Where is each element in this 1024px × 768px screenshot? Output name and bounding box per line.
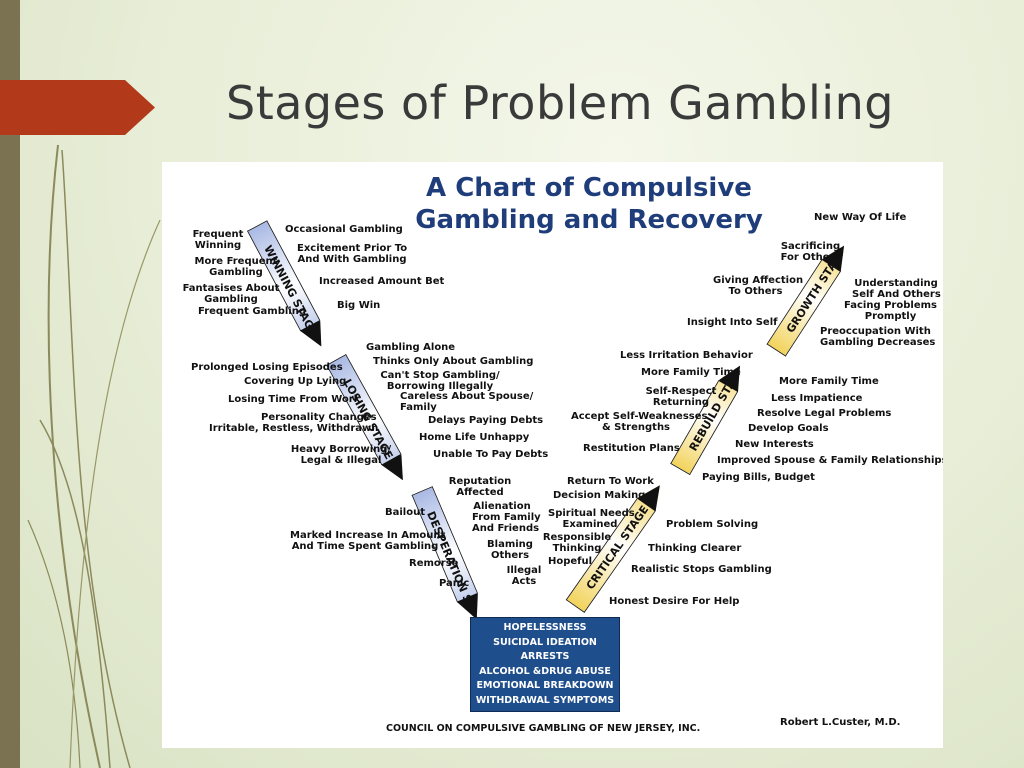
growth-left-1: Sacrificing For Others	[780, 241, 841, 263]
rebuild-right-4: Develop Goals	[748, 423, 829, 434]
rebuild-right-2: Less Impatience	[771, 393, 863, 404]
chart-title-line-2: Gambling and Recovery	[415, 205, 763, 235]
chart-author: Robert L.Custer, M.D.	[780, 717, 901, 728]
losing-left-6: Heavy Borrowing/ Legal & Illegal	[290, 444, 392, 466]
symptom-alcohol-drug-abuse: ALCOHOL &DRUG ABUSE	[479, 665, 611, 677]
growth-right-2: Understanding Self And Others	[852, 278, 941, 300]
rebuild-right-1: More Family Time	[779, 376, 879, 387]
crisis-symptoms-box: HOPELESSNESS SUICIDAL IDEATION ARRESTS A…	[470, 617, 620, 712]
growth-right-1: New Way Of Life	[814, 212, 907, 223]
losing-left-3: Losing Time From Work	[228, 394, 361, 405]
symptom-emotional-breakdown: EMOTIONAL BREAKDOWN	[476, 680, 614, 692]
critical-left-1: Return To Work	[567, 476, 654, 487]
losing-right-1: Gambling Alone	[366, 342, 456, 353]
winning-right-2: Excitement Prior To And With Gambling	[297, 243, 408, 265]
desperation-left-2: Marked Increase In Amount And Time Spent…	[290, 530, 446, 552]
rebuild-right-3: Resolve Legal Problems	[757, 408, 892, 419]
decorative-grass-lines	[27, 144, 161, 768]
winning-right-3: Increased Amount Bet	[319, 276, 445, 287]
desperation-left-4: Panic	[439, 578, 470, 589]
critical-left-4: Responsible Thinking	[542, 532, 612, 554]
symptom-withdrawal: WITHDRAWAL SYMPTOMS	[475, 694, 615, 706]
growth-left-2: Giving Affection To Others	[713, 275, 804, 297]
rebuild-left-4: Accept Self-Weaknesses & Strengths	[571, 411, 708, 433]
critical-right-2: Thinking Clearer	[648, 543, 742, 554]
losing-right-6: Home Life Unhappy	[419, 432, 530, 443]
rebuild-left-5: Restitution Plans	[583, 443, 680, 454]
growth-right-4: Preoccupation With Gambling Decreases	[820, 326, 936, 348]
critical-right-1: Problem Solving	[666, 519, 759, 530]
losing-right-2: Thinks Only About Gambling	[373, 356, 534, 367]
winning-left-3: Fantasises About Gambling	[182, 283, 280, 305]
growth-right-3: Facing Problems Promptly	[844, 300, 937, 322]
losing-right-7: Unable To Pay Debts	[433, 449, 549, 460]
title-arrow-decoration	[0, 80, 155, 135]
critical-left-5: Hopeful	[548, 556, 593, 567]
desperation-right-1: Reputation Affected	[448, 476, 512, 498]
winning-left-1: Frequent Winning	[192, 229, 244, 251]
winning-right-1: Occasional Gambling	[285, 224, 403, 235]
chart-title: A Chart of Compulsive Gambling and Recov…	[414, 172, 764, 236]
critical-left-2: Decision Making	[553, 490, 646, 501]
losing-left-4: Personality Changes	[261, 412, 377, 423]
rebuild-left-1: Less Irritation Behavior	[620, 350, 753, 361]
symptom-arrests: ARRESTS	[520, 651, 570, 663]
symptom-hopelessness: HOPELESSNESS	[503, 622, 587, 633]
desperation-right-2: Alienation From Family And Friends	[472, 501, 541, 534]
winning-right-4: Big Win	[337, 300, 381, 311]
desperation-right-4: Illegal Acts	[506, 565, 542, 587]
losing-left-2: Covering Up Lying	[244, 376, 347, 387]
desperation-left-1: Bailout	[385, 507, 425, 518]
rebuild-right-5: New Interests	[735, 439, 814, 450]
chart-source-council: COUNCIL ON COMPULSIVE GAMBLING OF NEW JE…	[386, 723, 701, 734]
rebuild-right-6: Improved Spouse & Family Relationships	[717, 455, 943, 466]
critical-left-3: Spiritual Needs Examined	[548, 508, 635, 530]
critical-right-3: Realistic Stops Gambling	[631, 564, 772, 575]
symptom-suicidal-ideation: SUICIDAL IDEATION	[493, 636, 597, 648]
rebuild-right-7: Paying Bills, Budget	[702, 472, 815, 483]
chart-title-line-1: A Chart of Compulsive	[426, 173, 752, 203]
winning-left-2: More Frequent Gambling	[194, 256, 278, 278]
desperation-left-3: Remorse	[409, 558, 459, 569]
rebuild-left-3: Self-Respect Returning	[645, 386, 717, 408]
desperation-right-3: Blaming Others	[487, 539, 533, 561]
winning-left-4: Frequent Gambling	[198, 306, 307, 317]
losing-left-1: Prolonged Losing Episodes	[191, 362, 343, 373]
losing-right-3: Can't Stop Gambling/ Borrowing Illegally	[380, 370, 500, 392]
losing-right-5: Delays Paying Debts	[428, 415, 544, 426]
losing-right-4: Careless About Spouse/ Family	[400, 391, 534, 413]
growth-left-3: Insight Into Self	[687, 317, 778, 328]
rebuild-left-2: More Family Time	[641, 367, 741, 378]
gambling-recovery-chart: A Chart of Compulsive Gambling and Recov…	[162, 162, 943, 748]
left-accent-bar	[0, 0, 20, 768]
losing-left-5: Irritable, Restless, Withdrawn	[209, 423, 379, 434]
slide-title: Stages of Problem Gambling	[226, 76, 894, 130]
critical-right-4: Honest Desire For Help	[609, 596, 740, 607]
